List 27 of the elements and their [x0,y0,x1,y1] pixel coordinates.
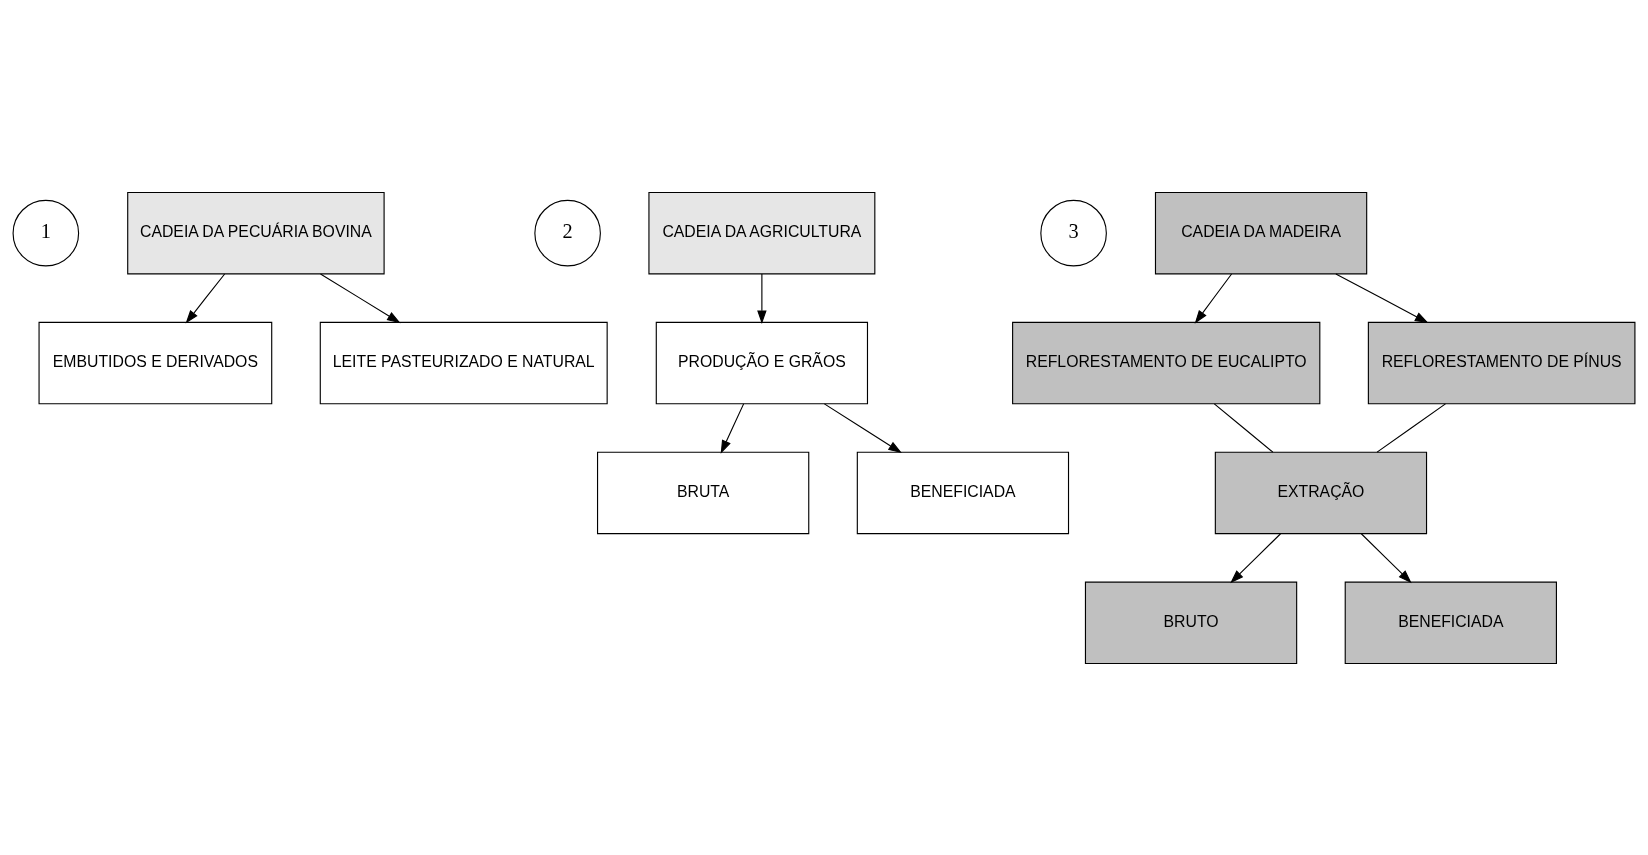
arrow [1194,272,1233,324]
node-box: CADEIA DA AGRICULTURA [648,191,876,274]
node-box: EXTRAÇÃO [1214,451,1428,534]
node-box: CADEIA DA PECUÁRIA BOVINA [127,191,385,274]
arrow [185,272,226,324]
arrow [1335,272,1429,323]
node-box: BRUTA [597,451,810,534]
node-box: LEITE PASTEURIZADO E NATURAL [319,321,608,404]
node-box: PRODUÇÃO E GRÃOS [655,321,869,404]
node-box: REFLORESTAMENTO DE EUCALIPTO [1012,321,1321,404]
arrow [319,272,401,323]
node-box: CADEIA DA MADEIRA [1154,191,1368,274]
arrow [1360,532,1412,583]
arrow [757,272,767,324]
node-circle: 3 [1040,199,1107,266]
node-circle: 1 [12,199,80,266]
node-box: EMBUTIDOS E DERIVADOS [38,321,273,404]
arrow [823,402,902,453]
node-box: BENEFICIADA [1344,581,1557,664]
arrow [1230,532,1282,583]
node-box: REFLORESTAMENTO DE PÍNUS [1367,321,1636,404]
connector [1213,402,1274,453]
connector [1376,402,1447,453]
node-box: BRUTO [1084,581,1298,664]
node-circle: 2 [534,199,601,266]
node-box: BENEFICIADA [856,451,1070,534]
arrow [720,402,745,454]
